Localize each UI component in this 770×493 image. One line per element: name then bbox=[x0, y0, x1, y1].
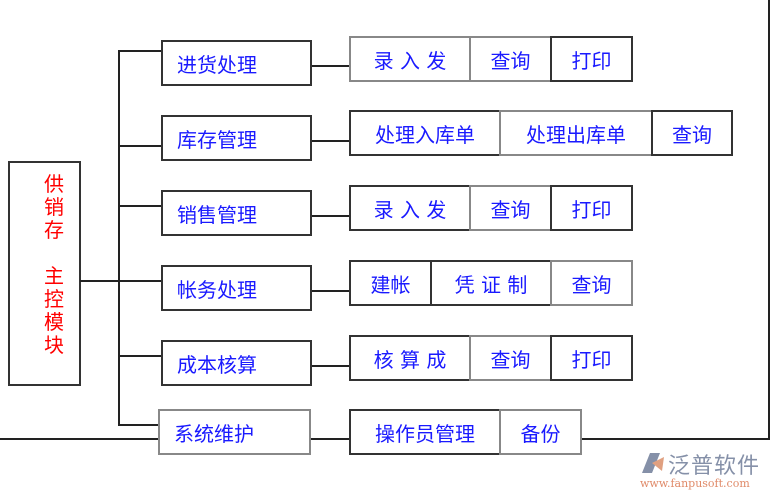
connector-branch bbox=[118, 205, 161, 207]
main-module-label: 供销存 主控模块 bbox=[44, 172, 64, 357]
module-system: 系统维护 bbox=[158, 409, 311, 455]
function-box: 查询 bbox=[651, 110, 733, 156]
function-box: 打印 bbox=[550, 36, 633, 82]
connector-branch bbox=[118, 424, 159, 426]
connector-branch bbox=[118, 50, 161, 52]
function-box: 打印 bbox=[550, 185, 633, 231]
function-box: 查询 bbox=[550, 260, 633, 306]
connector-branch bbox=[118, 355, 161, 357]
connector-right bbox=[311, 215, 350, 217]
fanpusoft-logo: 泛普软件 www.fanpusoft.com bbox=[640, 448, 765, 493]
function-box: 查询 bbox=[469, 185, 552, 231]
module-costing: 成本核算 bbox=[161, 340, 312, 386]
main-control-module: 供销存 主控模块 bbox=[8, 161, 81, 386]
function-box: 查询 bbox=[469, 36, 552, 82]
connector-main bbox=[80, 280, 162, 282]
connector-right bbox=[311, 65, 350, 67]
logo-url: www.fanpusoft.com bbox=[640, 477, 750, 490]
connector-right bbox=[311, 365, 350, 367]
function-box: 录 入 发 bbox=[349, 36, 471, 82]
connector-right bbox=[311, 290, 350, 292]
connector-branch bbox=[118, 145, 161, 147]
module-inventory: 库存管理 bbox=[161, 115, 312, 161]
module-accounting: 帐务处理 bbox=[161, 265, 312, 311]
connector-trunk bbox=[118, 50, 120, 426]
function-box: 操作员管理 bbox=[349, 409, 501, 455]
function-box: 打印 bbox=[550, 335, 633, 381]
function-box: 备份 bbox=[499, 409, 582, 455]
function-box: 录 入 发 bbox=[349, 185, 471, 231]
function-box: 处理入库单 bbox=[349, 110, 501, 156]
function-box: 处理出库单 bbox=[499, 110, 653, 156]
frame-line-right bbox=[768, 0, 770, 440]
function-box: 凭 证 制 bbox=[430, 260, 552, 306]
connector-right bbox=[311, 140, 350, 142]
function-box: 查询 bbox=[469, 335, 552, 381]
module-sales: 销售管理 bbox=[161, 190, 312, 236]
function-box: 建帐 bbox=[349, 260, 432, 306]
logo-name: 泛普软件 bbox=[668, 454, 761, 479]
module-purchase: 进货处理 bbox=[161, 40, 312, 86]
function-box: 核 算 成 bbox=[349, 335, 471, 381]
logo-mark-icon bbox=[642, 453, 664, 473]
